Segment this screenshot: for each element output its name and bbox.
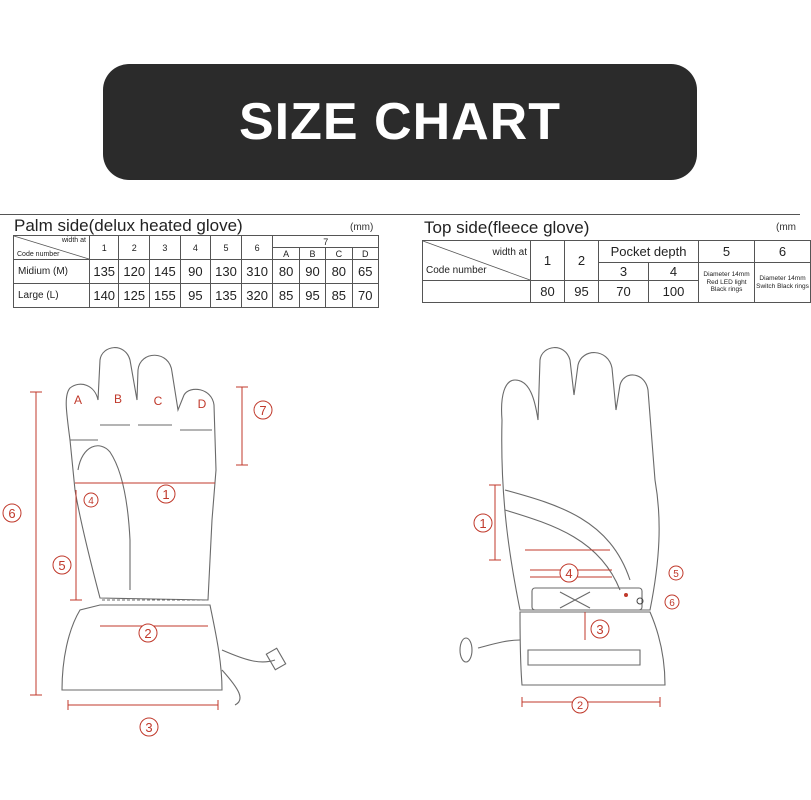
marker-1: 1 <box>162 487 169 502</box>
top-marker-2: 2 <box>577 700 583 712</box>
palm-col-7d: D <box>351 247 379 260</box>
palm-col-7c: C <box>325 247 353 260</box>
palm-heading: Palm side(delux heated glove) <box>14 216 243 235</box>
glove-diagrams: A B C D 1 2 3 4 5 6 7 1 2 3 4 5 6 <box>2 347 684 737</box>
table-row: Large (L) 140 125 155 95 135 320 85 95 8… <box>13 283 379 308</box>
palm-cuff <box>61 604 223 691</box>
marker-4: 4 <box>88 496 94 507</box>
top-col-5: 5 <box>698 240 756 263</box>
palm-col-7a: A <box>272 247 300 260</box>
marker-2: 2 <box>144 626 151 641</box>
top-size-table: width at Code number 1 2 Pocket depth 5 … <box>422 240 811 303</box>
top-glove-outline <box>501 347 660 611</box>
marker-7: 7 <box>259 403 266 418</box>
palm-col-2: 2 <box>118 235 151 260</box>
palm-diag-header: width at Code number <box>13 235 90 260</box>
palm-col-7b: B <box>298 247 327 260</box>
top-col-6-desc: Diameter 14mm Switch Black rings <box>754 262 811 303</box>
top-col-3: 3 <box>598 262 649 281</box>
table-row: Midium (M) 135 120 145 90 130 310 80 90 … <box>13 259 379 284</box>
top-diag-header: width at Code number <box>422 240 531 281</box>
finger-label-a: A <box>74 393 82 407</box>
finger-label-d: D <box>198 397 207 411</box>
title-banner: SIZE CHART <box>103 64 697 180</box>
top-marker-4: 4 <box>565 566 572 581</box>
palm-col-1: 1 <box>88 235 120 260</box>
marker-6: 6 <box>8 506 15 521</box>
palm-col-6: 6 <box>240 235 274 260</box>
top-marker-3: 3 <box>596 622 603 637</box>
top-col-6: 6 <box>754 240 811 263</box>
top-col-1: 1 <box>530 240 565 281</box>
palm-glove-outline <box>65 347 217 601</box>
palm-col-3: 3 <box>149 235 181 260</box>
marker-5: 5 <box>58 558 65 573</box>
top-marker-1: 1 <box>479 516 486 531</box>
top-col-5-desc: Diameter 14mm Red LED light Black rings <box>698 262 756 303</box>
finger-label-c: C <box>154 394 163 408</box>
palm-col-7: 7 <box>272 235 379 248</box>
marker-3: 3 <box>145 720 152 735</box>
top-marker-5: 5 <box>673 569 679 580</box>
palm-col-4: 4 <box>179 235 212 260</box>
page-title: SIZE CHART <box>239 93 561 151</box>
switch-icon <box>636 597 644 605</box>
top-col-2: 2 <box>564 240 599 281</box>
top-cuff <box>519 611 666 686</box>
finger-label-b: B <box>114 392 122 406</box>
top-unit: (mm <box>776 222 796 233</box>
palm-unit: (mm) <box>350 222 374 233</box>
header-divider <box>0 214 800 215</box>
top-heading: Top side(fleece glove) <box>424 218 590 237</box>
top-marker-6: 6 <box>669 598 675 609</box>
top-col-4: 4 <box>647 262 700 281</box>
table-row: 80 95 70 100 <box>422 280 811 303</box>
top-pocket-depth: Pocket depth <box>597 240 700 263</box>
led-light-icon <box>624 593 628 597</box>
palm-size-table: width at Code number 1 2 3 4 5 6 7 A B C… <box>13 235 379 308</box>
palm-col-5: 5 <box>210 235 242 260</box>
